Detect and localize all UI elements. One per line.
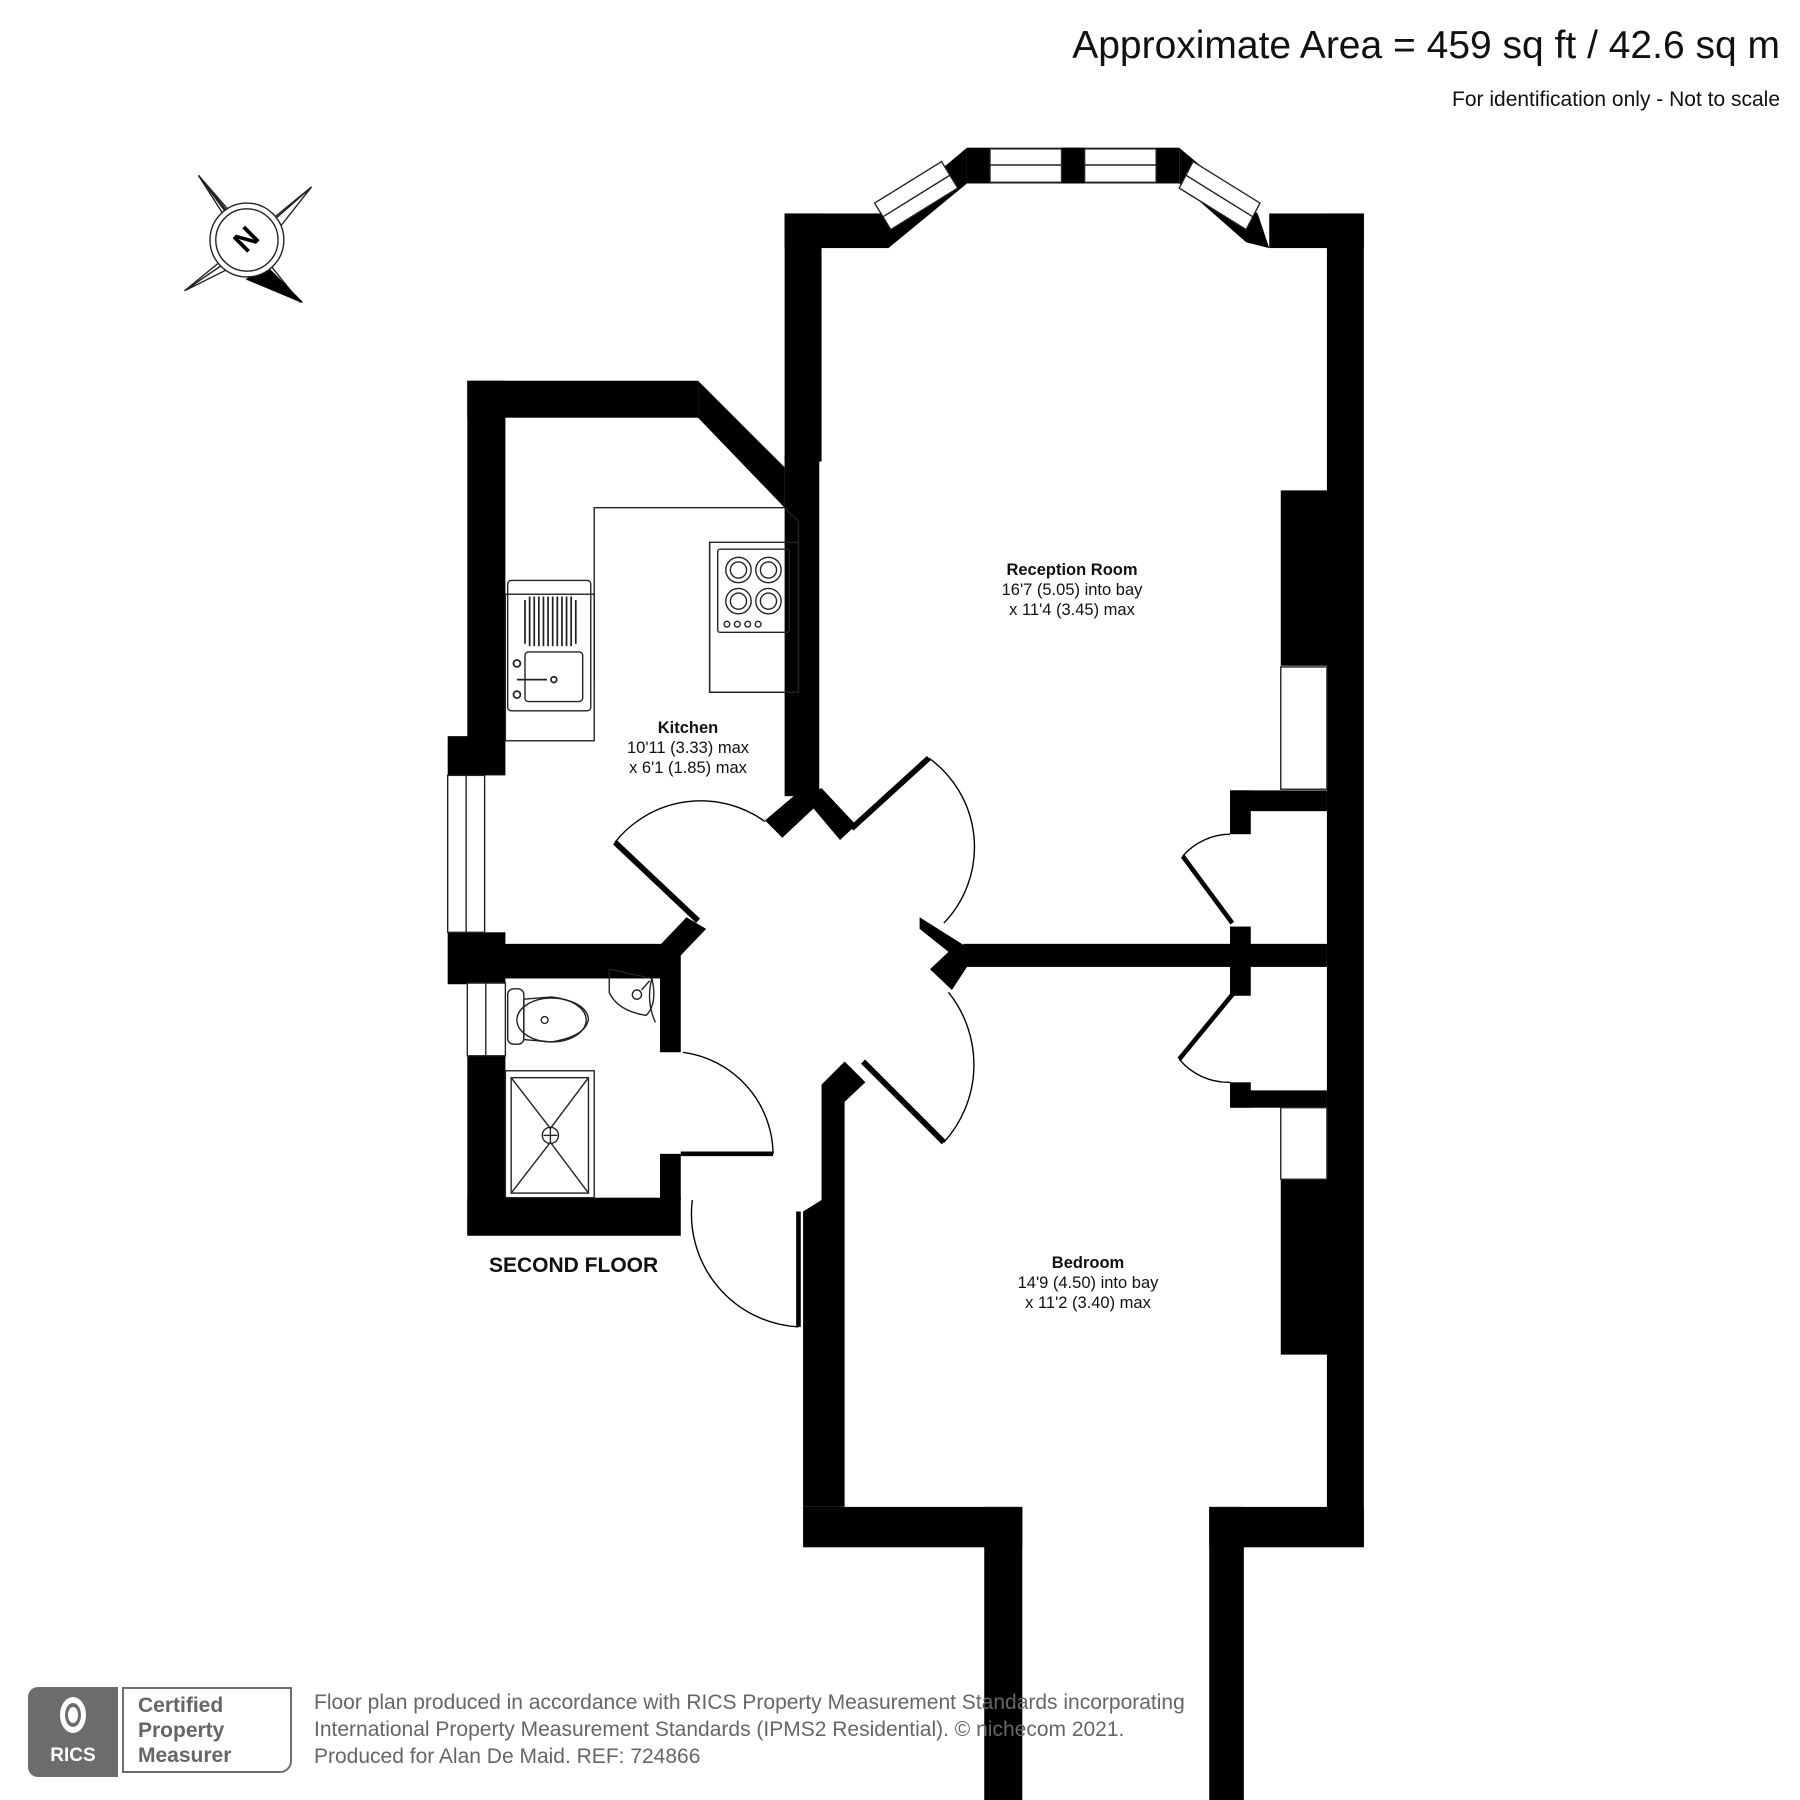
room-dimension: x 6'1 (1.85) max bbox=[629, 759, 747, 777]
certified-property-measurer-badge: Certified Property Measurer bbox=[122, 1687, 292, 1773]
windows bbox=[447, 148, 1328, 1180]
scale-disclaimer: For identification only - Not to scale bbox=[1452, 88, 1780, 111]
approximate-area-title: Approximate Area = 459 sq ft / 42.6 sq m bbox=[1072, 24, 1780, 67]
sink-icon bbox=[512, 596, 577, 699]
room-label-kitchen: Kitchen 10'11 (3.33) max x 6'1 (1.85) ma… bbox=[627, 718, 749, 778]
rics-text: RICS bbox=[50, 1745, 96, 1766]
compass-north-icon: N bbox=[184, 174, 313, 303]
footer-line: Produced for Alan De Maid. REF: 724866 bbox=[314, 1745, 701, 1768]
room-dimension: 14'9 (4.50) into bay bbox=[1017, 1274, 1159, 1292]
room-dimension: 16'7 (5.05) into bay bbox=[1001, 581, 1143, 599]
shower-tray-icon bbox=[504, 1070, 595, 1199]
cert-line: Measurer bbox=[138, 1744, 232, 1767]
room-name: Bedroom bbox=[1051, 1254, 1125, 1272]
toilet-icon bbox=[506, 988, 590, 1045]
rics-logo: RICS bbox=[28, 1687, 118, 1777]
footer-line: Floor plan produced in accordance with R… bbox=[314, 1691, 1185, 1714]
room-name: Kitchen bbox=[657, 719, 719, 737]
doors bbox=[613, 755, 1235, 1328]
room-dimension: 10'11 (3.33) max bbox=[626, 739, 750, 757]
footer-disclaimer: Floor plan produced in accordance with R… bbox=[314, 1689, 1185, 1770]
room-label-reception: Reception Room 16'7 (5.05) into bay x 11… bbox=[1002, 560, 1143, 620]
cert-line: Property bbox=[138, 1719, 225, 1742]
footer: RICS Certified Property Measurer Floor p… bbox=[28, 1687, 1185, 1777]
basin-icon bbox=[608, 968, 657, 1023]
room-dimension: x 11'4 (3.45) max bbox=[1009, 601, 1135, 619]
room-label-bedroom: Bedroom 14'9 (4.50) into bay x 11'2 (3.4… bbox=[1018, 1253, 1159, 1313]
room-name: Reception Room bbox=[1006, 561, 1138, 579]
walls bbox=[447, 147, 1364, 1800]
room-dimension: x 11'2 (3.40) max bbox=[1025, 1294, 1151, 1312]
footer-line: International Property Measurement Stand… bbox=[314, 1718, 1125, 1741]
hob-icon bbox=[716, 548, 790, 633]
lion-icon bbox=[60, 1697, 86, 1733]
cert-line: Certified bbox=[138, 1694, 224, 1717]
kitchen-worktops bbox=[504, 506, 800, 742]
floor-label: SECOND FLOOR bbox=[489, 1254, 659, 1277]
